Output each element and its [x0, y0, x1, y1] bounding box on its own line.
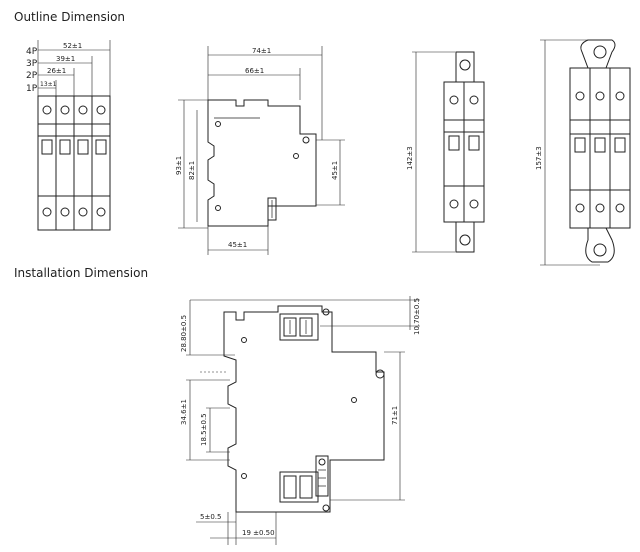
side-height-total: 93±1: [175, 156, 183, 175]
pole-label-3p: 3P: [26, 59, 38, 69]
pole-label-1p: 1P: [26, 84, 38, 94]
double-unit-drawing: 157±3: [535, 39, 631, 266]
install-rail-inner: 18.5±0.5: [200, 413, 208, 446]
side-height-right: 45±1: [331, 161, 339, 180]
pole-label-2p: 2P: [26, 71, 38, 81]
front-width-2p: 26±1: [47, 67, 66, 75]
installation-dimension-heading: Installation Dimension: [14, 266, 149, 280]
side-height-body: 82±1: [188, 161, 196, 180]
outline-dimension-heading: Outline Dimension: [14, 10, 126, 24]
side-total-width: 74±1: [252, 47, 271, 55]
double-height: 157±3: [535, 146, 543, 170]
install-top-right: 10.70±0.5: [413, 298, 421, 335]
single-unit-drawing: 142±3: [406, 51, 485, 253]
side-bottom-width: 45±1: [228, 241, 247, 249]
side-upper-width: 66±1: [245, 67, 264, 75]
install-right-height: 71±1: [391, 406, 399, 425]
installation-drawing: 10.70±0.5 28.80±0.5 34.6±1 18.5±0.5: [180, 296, 421, 545]
single-height: 142±3: [406, 146, 414, 170]
install-top-offset: 28.80±0.5: [180, 315, 188, 352]
install-bottom-small: 5±0.5: [200, 513, 221, 521]
install-rail-height: 34.6±1: [180, 399, 188, 425]
front-width-3p: 39±1: [56, 55, 75, 63]
front-view-drawing: 4P 3P 2P 1P 52±1 39±1 26±1 13±1: [26, 40, 111, 231]
side-view-drawing: 74±1 66±1 93±1 82±1 45±1 45±1: [175, 46, 345, 255]
front-width-1p: 13±1: [40, 81, 57, 88]
front-width-4p: 52±1: [63, 42, 82, 50]
install-bottom-width: 19 ±0.50: [242, 529, 275, 537]
pole-label-4p: 4P: [26, 47, 38, 57]
